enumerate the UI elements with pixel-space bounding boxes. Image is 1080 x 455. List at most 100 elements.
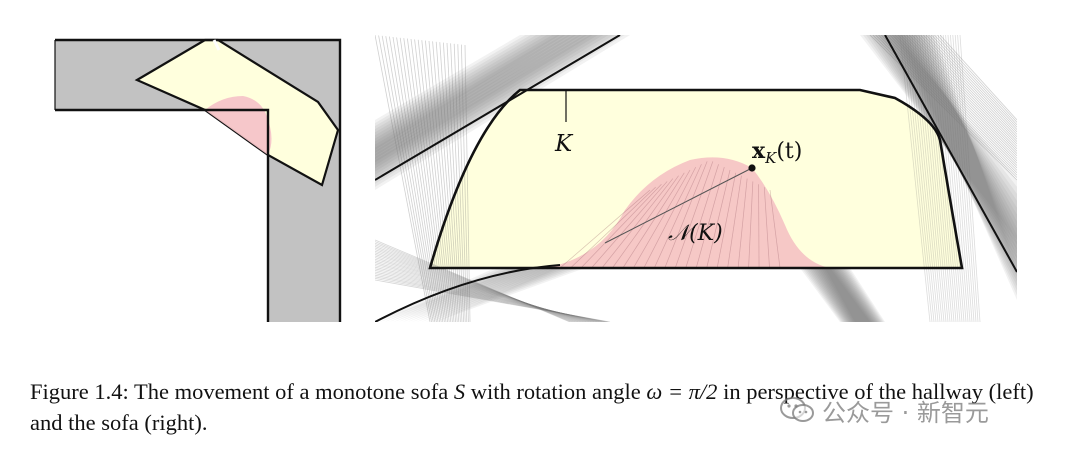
sweep-band: [375, 35, 625, 322]
sweep-line: [911, 35, 1017, 145]
sweep-line: [381, 35, 434, 322]
sweep-line: [940, 35, 965, 322]
caption-var-s: S: [453, 379, 466, 404]
sweep-band: [375, 35, 604, 322]
caption-prefix: Figure 1.4: The movement of a monotone s…: [30, 379, 454, 404]
niche-hatch-line: [706, 169, 731, 269]
sweep-line: [889, 35, 1017, 164]
sweep-line: [926, 35, 953, 322]
figure-caption: Figure 1.4: The movement of a monotone s…: [30, 376, 1060, 438]
sweep-line: [457, 44, 468, 322]
label-x-sub: K: [764, 149, 777, 167]
sweep-line: [407, 38, 445, 322]
niche-hatch-line: [763, 187, 770, 269]
sweep-line: [909, 35, 939, 322]
sweep-line: [931, 35, 1017, 128]
hallway-inner-wall: [55, 108, 270, 322]
sweep-line: [432, 41, 456, 322]
sweep-line: [443, 42, 461, 322]
sweep-band: [800, 35, 1017, 322]
sweep-line: [878, 35, 1017, 174]
sweep-line: [410, 38, 447, 322]
sweep-line: [922, 35, 1017, 135]
sweep-line: [461, 44, 469, 322]
sweep-line: [903, 35, 1017, 152]
sweep-band: [817, 35, 1017, 322]
sweep-line: [945, 35, 969, 322]
sweep-band: [803, 35, 1017, 322]
sweep-line: [375, 246, 577, 322]
sweep-line: [375, 258, 590, 322]
sweep-band: [825, 35, 1017, 322]
sweep-line: [914, 35, 1017, 142]
sweep-band: [375, 35, 598, 322]
niche-hatch-line: [737, 178, 748, 269]
niche-hatch-line: [580, 184, 662, 269]
sweep-line: [375, 279, 611, 322]
sweep-line: [414, 39, 448, 322]
niche-hatch-line: [716, 172, 737, 269]
sofa-outline-k: [428, 88, 964, 270]
sweep-line: [417, 39, 450, 322]
caption-middle: with rotation angle: [465, 379, 647, 404]
sweep-line: [886, 35, 1017, 166]
niche-hatch-line: [643, 166, 697, 269]
sweep-line: [939, 35, 1017, 121]
sweep-line: [906, 35, 1017, 150]
sweep-line: [938, 35, 963, 322]
niche-hatching: [559, 161, 781, 269]
niche-hatch-line: [591, 181, 668, 269]
sweep-line: [439, 42, 460, 322]
sweep-line: [883, 35, 1017, 169]
sweep-line: [934, 35, 1017, 126]
wechat-icon: [780, 397, 814, 422]
outer-wall-right: [884, 35, 1017, 273]
sweep-band: [809, 35, 1017, 322]
label-x-tail: (t): [776, 139, 802, 164]
sweep-line: [935, 35, 961, 322]
sweep-band: [819, 35, 1017, 322]
caption-omega: ω = π/2: [646, 379, 718, 404]
sweep-line: [375, 273, 604, 322]
niche-hatch-line: [685, 164, 719, 269]
hallway-panel: [54, 38, 342, 322]
sweep-band: [805, 35, 1017, 322]
sweep-line: [446, 42, 463, 322]
sweep-line: [421, 40, 452, 322]
sweep-line: [378, 35, 432, 322]
sofa-panel: K xK(t) 𝒩(K): [375, 35, 1017, 322]
sweep-line: [918, 35, 947, 322]
sweep-line: [375, 262, 593, 322]
sweep-band: [375, 35, 566, 322]
sweep-line: [375, 252, 583, 322]
sweep-line: [899, 35, 931, 322]
sweep-line: [375, 270, 601, 322]
niche-hatch-line: [769, 189, 781, 269]
sweep-band: [813, 35, 1017, 322]
sweep-line: [908, 35, 1017, 147]
sweep-line: [385, 36, 436, 322]
label-x-bold: x: [752, 138, 766, 164]
sweep-line: [375, 35, 431, 322]
sweep-bands: [375, 35, 1017, 322]
sweep-band: [375, 35, 620, 322]
sweep-line: [957, 35, 979, 322]
label-niche: 𝒩(K): [668, 221, 723, 246]
sweep-line: [928, 35, 1017, 130]
niche-hatch-line: [664, 161, 708, 269]
sweep-band: [375, 35, 560, 322]
sweep-line: [942, 35, 967, 322]
hallway-outer-wall: [55, 38, 342, 322]
sweep-line: [952, 35, 975, 322]
niche-hatch-line: [633, 169, 691, 269]
sweep-line: [389, 36, 437, 322]
sweep-band: [375, 35, 587, 322]
sweep-line: [450, 43, 464, 322]
sweep-band: [821, 35, 1017, 322]
sweep-line: [375, 250, 582, 322]
sweep-line: [375, 263, 595, 322]
sweep-band: [375, 35, 609, 322]
niche-hatch-line: [727, 175, 742, 269]
point-xk: [748, 164, 756, 172]
